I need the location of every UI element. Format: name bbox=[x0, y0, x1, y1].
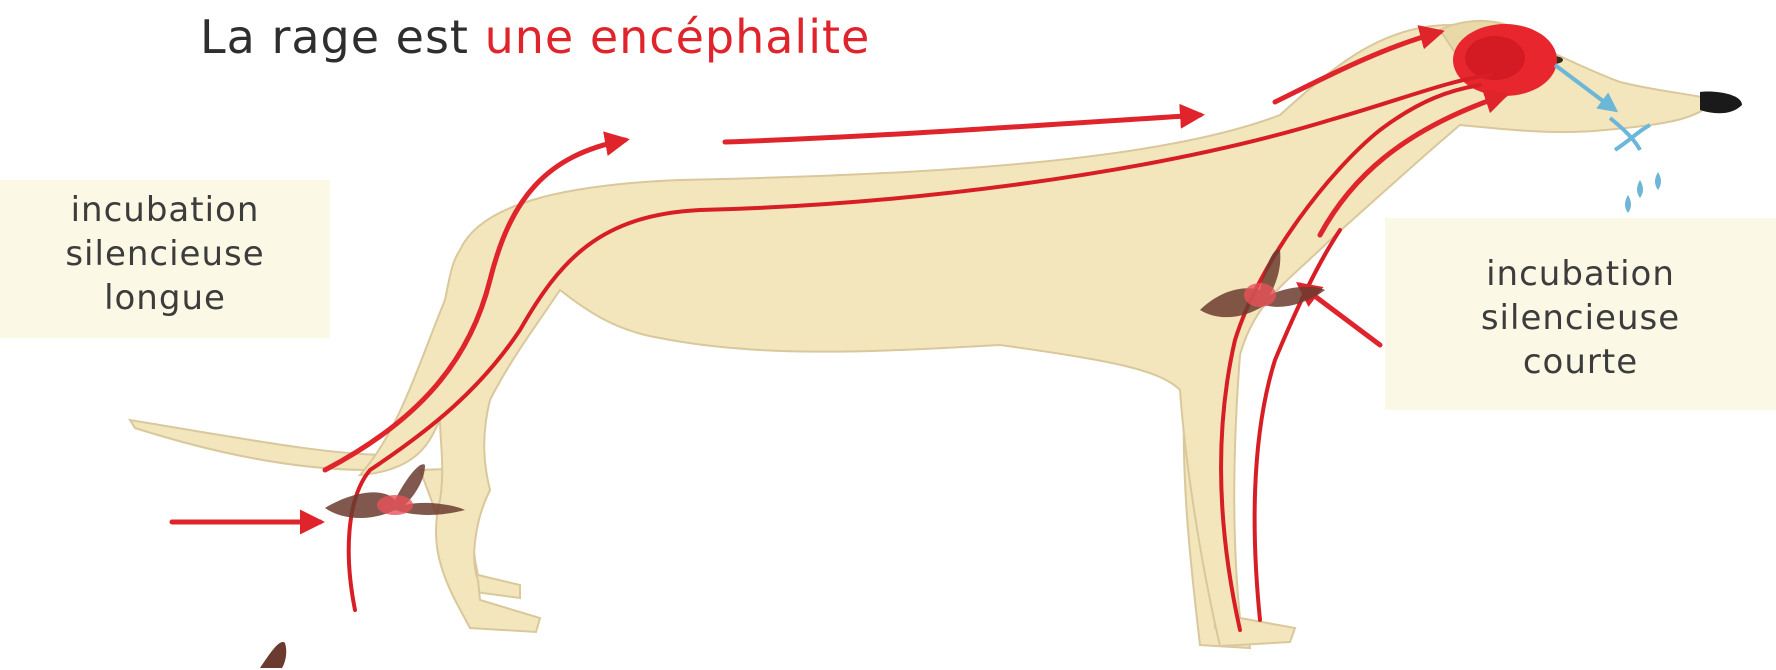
label-incubation-long: incubation silencieuse longue bbox=[0, 180, 330, 338]
label-long-line-2: silencieuse bbox=[0, 232, 330, 276]
saliva-drop-3 bbox=[1625, 195, 1631, 213]
title-prefix: La rage est bbox=[200, 10, 469, 64]
saliva-drop-2 bbox=[1655, 172, 1661, 190]
saliva-drop-1 bbox=[1637, 180, 1643, 198]
label-short-line-3: courte bbox=[1385, 340, 1776, 384]
label-long-line-3: longue bbox=[0, 276, 330, 320]
dog-nose bbox=[1700, 92, 1742, 114]
dog-tail bbox=[130, 420, 390, 470]
diagram-title: La rage est une encéphalite bbox=[200, 10, 870, 64]
label-short-line-2: silencieuse bbox=[1385, 296, 1776, 340]
title-highlight: une encéphalite bbox=[485, 10, 871, 64]
bat-icon-bottom bbox=[260, 642, 286, 668]
label-long-line-1: incubation bbox=[0, 188, 330, 232]
label-incubation-short: incubation silencieuse courte bbox=[1385, 218, 1776, 410]
arrow-back bbox=[725, 115, 1200, 142]
label-short-line-1: incubation bbox=[1385, 252, 1776, 296]
